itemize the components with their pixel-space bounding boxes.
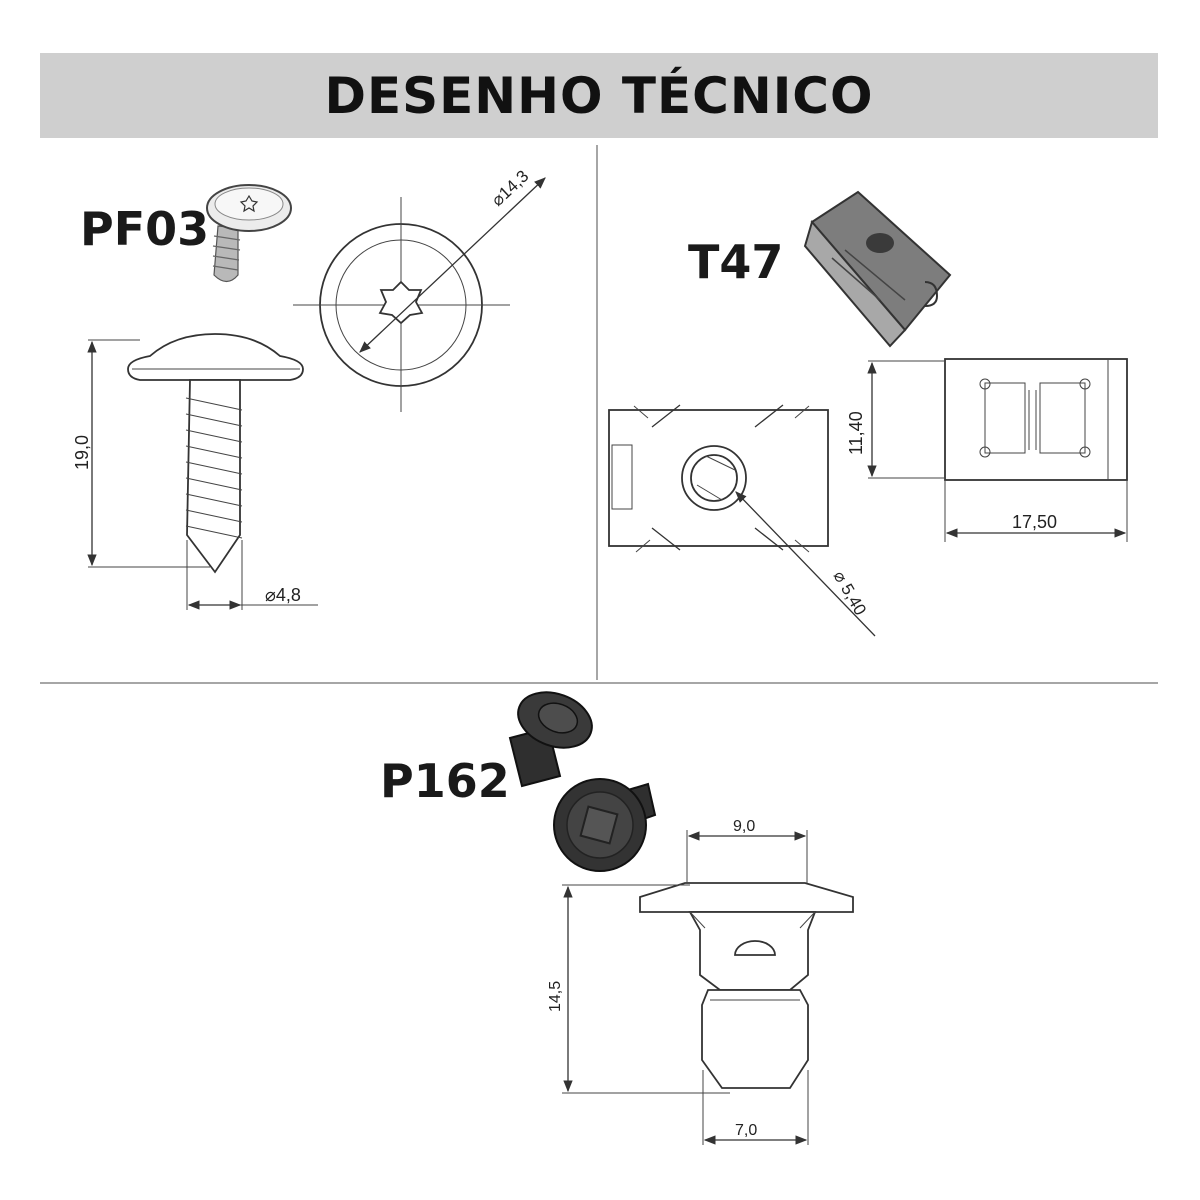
t47-top-view xyxy=(867,358,1128,542)
p162-section: P162 9,0 xyxy=(380,691,854,1145)
t47-dim-height: 11,40 xyxy=(846,411,866,455)
pf03-section: PF03 ⌀14,3 xyxy=(72,166,546,610)
pf03-dim-head: ⌀14,3 xyxy=(488,166,533,209)
page-title: DESENHO TÉCNICO xyxy=(324,66,874,125)
t47-section: T47 ⌀ 5,40 xyxy=(608,190,1128,637)
t47-3d-icon xyxy=(803,190,952,348)
t47-code: T47 xyxy=(688,235,783,289)
pf03-code: PF03 xyxy=(80,202,209,256)
title-banner: DESENHO TÉCNICO xyxy=(40,53,1158,138)
p162-dim-height: 14,5 xyxy=(547,981,564,1012)
p162-dim-top: 9,0 xyxy=(733,818,755,835)
pf03-dim-length: 19,0 xyxy=(72,435,92,470)
p162-dim-bottom: 7,0 xyxy=(735,1122,757,1139)
t47-dim-hole: ⌀ 5,40 xyxy=(830,568,870,619)
pf03-top-view xyxy=(293,177,546,412)
p162-side-view xyxy=(562,830,854,1145)
t47-front-view xyxy=(608,404,876,637)
pf03-3d-icon xyxy=(206,184,292,283)
t47-dim-width: 17,50 xyxy=(1012,512,1057,532)
pf03-dim-thread: ⌀4,8 xyxy=(265,585,301,605)
pf03-side-view xyxy=(87,333,318,610)
p162-3d-icon xyxy=(508,691,657,872)
p162-code: P162 xyxy=(380,754,510,808)
